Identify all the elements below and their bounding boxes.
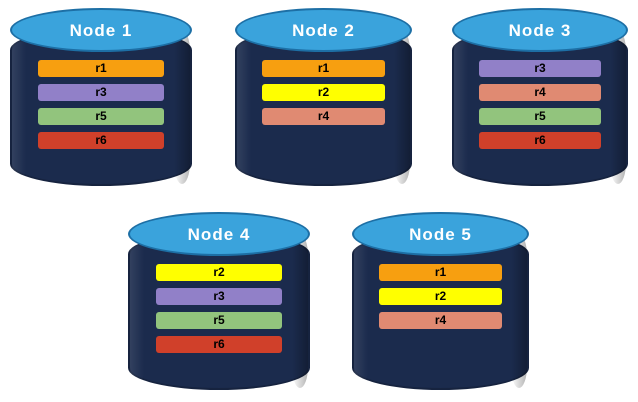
cylinder-top-ellipse [352, 212, 529, 256]
record-bar[interactable]: r3 [38, 84, 164, 101]
record-list: r1 r3 r5 r6 [10, 60, 192, 156]
database-node-5[interactable]: Node 5 r1 r2 r4 [352, 212, 529, 390]
record-bar[interactable]: r3 [479, 60, 601, 77]
database-node-4[interactable]: Node 4 r2 r3 r5 r6 [128, 212, 310, 390]
record-bar[interactable]: r4 [379, 312, 502, 329]
record-bar[interactable]: r5 [156, 312, 282, 329]
cylinder-top-ellipse [452, 8, 628, 52]
record-bar[interactable]: r5 [38, 108, 164, 125]
record-list: r1 r2 r4 [235, 60, 412, 132]
record-bar[interactable]: r4 [479, 84, 601, 101]
record-bar[interactable]: r2 [379, 288, 502, 305]
node-label: Node 4 [187, 225, 251, 244]
record-bar[interactable]: r6 [38, 132, 164, 149]
record-bar[interactable]: r1 [379, 264, 502, 281]
record-bar[interactable]: r2 [156, 264, 282, 281]
record-bar[interactable]: r1 [38, 60, 164, 77]
record-list: r1 r2 r4 [352, 264, 529, 336]
database-node-2[interactable]: Node 2 r1 r2 r4 [235, 8, 412, 186]
cylinder-body [452, 28, 628, 186]
database-node-1[interactable]: Node 1 r1 r3 r5 r6 [10, 8, 192, 186]
cylinder-body [128, 232, 310, 390]
record-bar[interactable]: r6 [479, 132, 601, 149]
cylinder-top-ellipse [235, 8, 412, 52]
record-bar[interactable]: r3 [156, 288, 282, 305]
node-label: Node 3 [508, 21, 572, 40]
record-bar[interactable]: r5 [479, 108, 601, 125]
cylinder-body [235, 28, 412, 186]
node-label: Node 2 [292, 21, 355, 40]
record-bar[interactable]: r1 [262, 60, 385, 77]
database-node-3[interactable]: Node 3 r3 r4 r5 r6 [452, 8, 628, 186]
node-label: Node 1 [69, 21, 133, 40]
record-bar[interactable]: r2 [262, 84, 385, 101]
record-bar[interactable]: r4 [262, 108, 385, 125]
record-bar[interactable]: r6 [156, 336, 282, 353]
node-label: Node 5 [409, 225, 472, 244]
cylinder-top-ellipse [128, 212, 310, 256]
cylinder-shape [352, 212, 529, 390]
cylinder-top-ellipse [10, 8, 192, 52]
record-list: r2 r3 r5 r6 [128, 264, 310, 360]
record-list: r3 r4 r5 r6 [452, 60, 628, 156]
cylinder-body [352, 232, 529, 390]
